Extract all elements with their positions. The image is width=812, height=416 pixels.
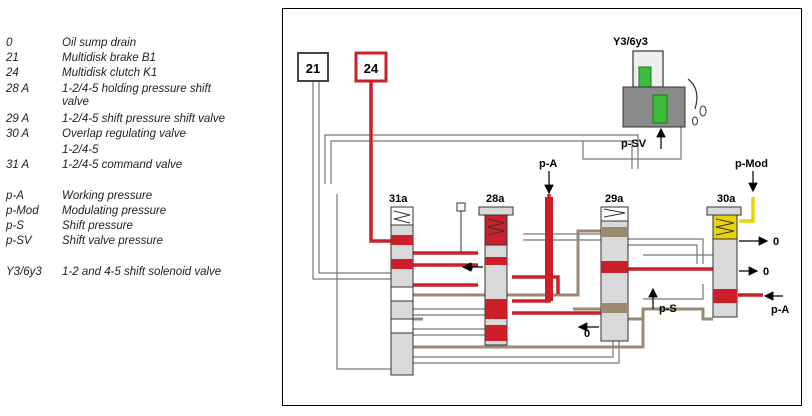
drain-28a: 0 <box>467 262 473 274</box>
oil-passages <box>312 81 713 370</box>
diagram-svg: 21 24 Y3/6y3 p-SV 31a 28a <box>297 36 789 376</box>
legend-key: p-SV <box>6 235 32 247</box>
legend-key: 21 <box>6 52 19 64</box>
legend-desc: Modulating pressure <box>62 205 167 217</box>
legend-item-0: 0 Oil sump drain <box>6 36 262 50</box>
p-a-right-label: p-A <box>771 304 789 316</box>
legend-desc: 1-2/4-5 holding pressure shift <box>62 83 211 95</box>
legend-item-pmod: p-Mod Modulating pressure <box>6 204 262 218</box>
legend-item-29a: 29 A 1-2/4-5 shift pressure shift valve <box>6 112 262 126</box>
legend-key: p-S <box>6 220 24 232</box>
working-pressure-supply-top: p-A <box>539 158 557 301</box>
multidisk-clutch-k1-box: 24 <box>354 51 388 83</box>
legend-desc: Working pressure <box>62 190 153 202</box>
drain-29a: 0 <box>584 328 590 340</box>
valve-28a-label: 28a <box>486 193 505 205</box>
drain-30a-lower: 0 <box>763 266 769 278</box>
legend-desc: Shift pressure <box>62 220 133 232</box>
legend-desc: Multidisk brake B1 <box>62 52 156 64</box>
box-24-label: 24 <box>364 61 379 76</box>
legend-item-ps: p-S Shift pressure <box>6 219 262 233</box>
legend-item-21: 21 Multidisk brake B1 <box>6 51 262 65</box>
legend-key: 28 A <box>6 83 30 95</box>
legend-key: 30 A <box>6 128 30 140</box>
multidisk-brake-b1-box: 21 <box>297 52 329 82</box>
valve-31a-label: 31a <box>389 193 408 205</box>
legend-desc: valve <box>62 96 89 108</box>
legend-item-psv: p-SV Shift valve pressure <box>6 234 262 248</box>
legend-desc: Overlap regulating valve <box>62 128 187 140</box>
legend-key: Y3/6y3 <box>6 266 42 278</box>
legend-item-30a-cont: 1-2/4-5 <box>6 143 262 157</box>
valve-29a-label: 29a <box>605 193 624 205</box>
legend-item-24: 24 Multidisk clutch K1 <box>6 66 262 80</box>
legend-key: p-A <box>6 190 24 202</box>
legend-item-pa: p-A Working pressure <box>6 189 262 203</box>
command-valve-31a: 31a <box>389 193 414 376</box>
legend-key: 31 A <box>6 159 30 171</box>
legend-key: 0 <box>6 37 13 49</box>
valve-30a-label: 30a <box>717 193 736 205</box>
solenoid-label: Y3/6y3 <box>613 36 648 48</box>
shift-solenoid-valve: Y3/6y3 p-SV <box>613 36 707 150</box>
legend-item-y3-6y3: Y3/6y3 1-2 and 4-5 shift solenoid valve <box>6 265 262 279</box>
legend-item-31a: 31 A 1-2/4-5 command valve <box>6 158 262 172</box>
legend-desc: 1-2/4-5 shift pressure shift valve <box>62 113 225 125</box>
legend-desc: Multidisk clutch K1 <box>62 67 158 79</box>
p-sv-label: p-SV <box>621 138 647 150</box>
holding-pressure-valve-28a: 28a 0 <box>456 193 514 346</box>
shift-pressure-valve-29a: 29a p-S 0 <box>577 193 677 342</box>
p-mod-label: p-Mod <box>735 158 768 170</box>
legend-key: 29 A <box>6 113 30 125</box>
overlap-regulating-valve-30a: 30a p-Mod 0 0 p-A <box>706 158 789 318</box>
p-s-label: p-S <box>659 303 677 315</box>
drain-30a-upper: 0 <box>773 236 779 248</box>
legend-desc: 1-2 and 4-5 shift solenoid valve <box>62 266 222 278</box>
box-21-label: 21 <box>306 61 320 76</box>
legend-desc: Oil sump drain <box>62 37 137 49</box>
legend-desc: 1-2/4-5 <box>62 144 99 156</box>
legend-desc: 1-2/4-5 command valve <box>62 159 183 171</box>
legend-key: 24 <box>6 67 19 79</box>
legend-key: p-Mod <box>6 205 39 217</box>
legend-item-28a: 28 A 1-2/4-5 holding pressure shift <box>6 82 262 96</box>
legend-desc: Shift valve pressure <box>62 235 163 247</box>
hydraulic-diagram: 21 24 Y3/6y3 p-SV 31a 28a <box>282 8 802 406</box>
p-a-top-label: p-A <box>539 158 557 170</box>
legend-item-30a: 30 A Overlap regulating valve <box>6 127 262 141</box>
legend-item-28a-cont: valve <box>6 95 262 109</box>
